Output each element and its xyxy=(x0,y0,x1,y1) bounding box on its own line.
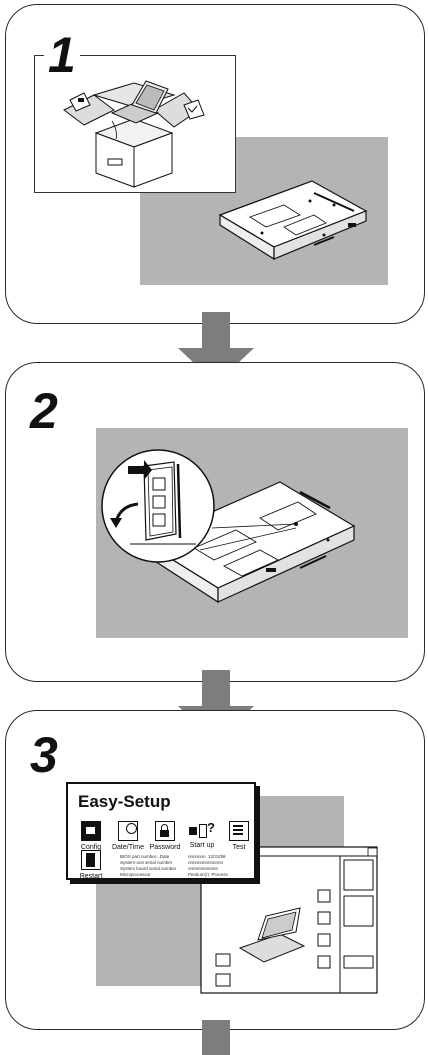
test-button[interactable]: Test xyxy=(216,821,262,851)
config-icon xyxy=(81,821,101,841)
easy-setup-title: Easy-Setup xyxy=(78,792,171,811)
config-button[interactable]: Config xyxy=(68,821,114,851)
step-3-gray-background-top xyxy=(250,796,344,856)
lock-icon xyxy=(155,821,175,841)
start-up-button[interactable]: ? Start up xyxy=(179,821,225,849)
magnifier-pointer-lines xyxy=(199,523,297,551)
restart-button[interactable]: Restart xyxy=(68,850,114,880)
password-button[interactable]: Password xyxy=(142,821,188,851)
laptop-in-box-illustration xyxy=(63,80,205,188)
test-label: Test xyxy=(232,844,246,851)
date-time-label: Date/Time xyxy=(111,844,145,851)
password-label: Password xyxy=(149,844,181,851)
laptop-underside-illustration xyxy=(218,180,368,261)
config-label: Config xyxy=(80,844,102,851)
clock-icon xyxy=(118,821,138,841)
easy-setup-window: Easy-Setup Config Date/Time Password ? S… xyxy=(66,782,256,880)
startup-icon: ? xyxy=(189,821,215,839)
system-info-labels: BIOS part number...Date System-unit seri… xyxy=(120,854,177,877)
system-info-values: nnnnnnn 12/31/98 nnnnnnnnnnnnnn nnnnnnnn… xyxy=(188,854,228,877)
memory-module-magnifier-illustration xyxy=(101,449,215,563)
step-3-number: 3 xyxy=(30,727,58,783)
restart-label: Restart xyxy=(79,873,103,880)
down-arrow-icon xyxy=(202,1020,230,1055)
door-icon xyxy=(81,850,101,870)
step-1-number: 1 xyxy=(44,30,80,80)
date-time-button[interactable]: Date/Time xyxy=(105,821,151,851)
start-up-label: Start up xyxy=(189,842,215,849)
step-2-number: 2 xyxy=(30,383,58,439)
test-icon xyxy=(229,821,249,841)
